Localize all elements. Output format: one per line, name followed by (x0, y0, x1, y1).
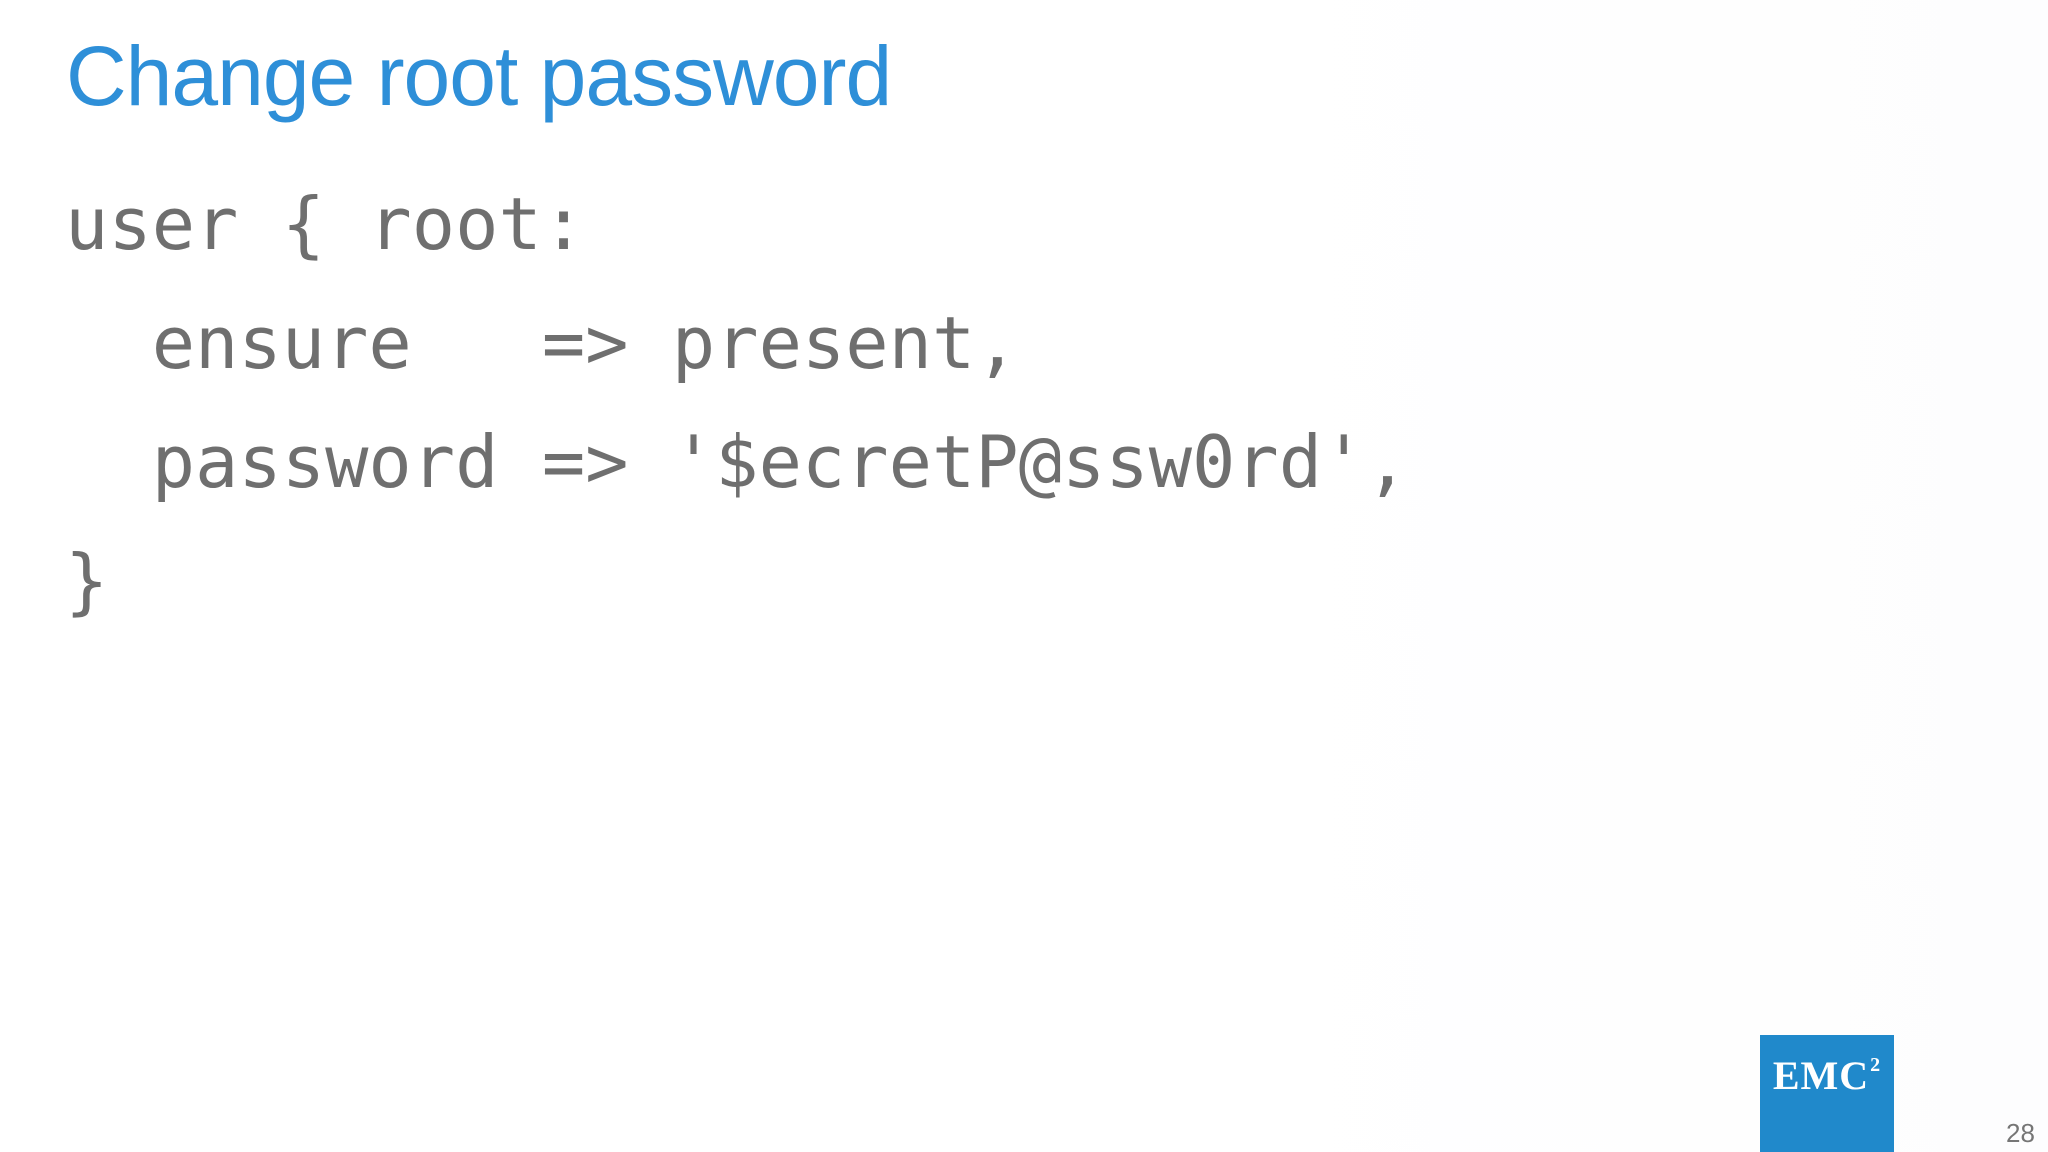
emc-logo: EMC2 (1760, 1035, 1894, 1152)
slide-title: Change root password (66, 29, 892, 123)
code-line: ensure => present, (65, 301, 1019, 385)
code-block: user { root: ensure => present, password… (65, 165, 1409, 641)
code-line: user { root: (65, 182, 586, 266)
code-line: password => '$ecretP@ssw0rd', (65, 420, 1409, 504)
code-line: } (65, 539, 109, 623)
page-number: 28 (2006, 1118, 2035, 1148)
emc-logo-superscript: 2 (1870, 1054, 1882, 1076)
emc-logo-text: EMC2 (1772, 1053, 1882, 1098)
